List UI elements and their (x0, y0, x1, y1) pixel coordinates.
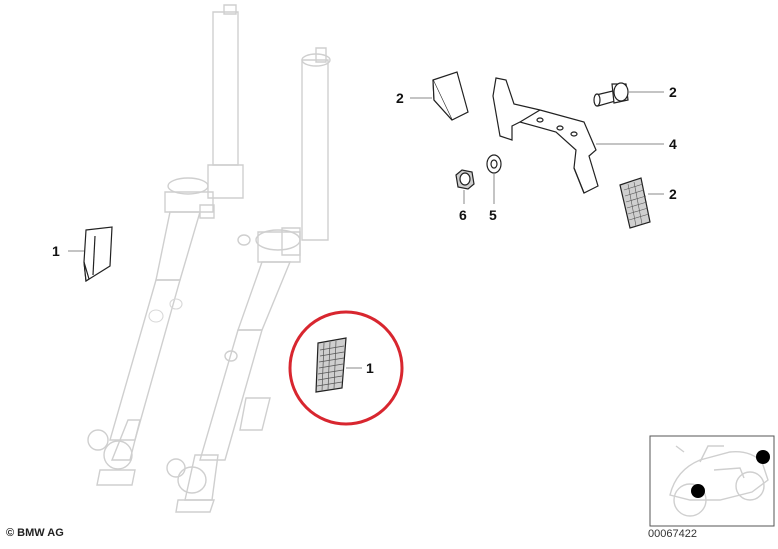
part-5-washer (486, 154, 502, 174)
callout-6: 6 (459, 207, 467, 223)
part-1-pad-highlighted (315, 337, 347, 393)
callout-1-left: 1 (52, 243, 60, 259)
callout-5: 5 (489, 207, 497, 223)
part-3-bracket (492, 77, 599, 194)
fork-left-ghost (87, 4, 244, 486)
diagram-number: 00067422 (648, 528, 697, 540)
locator-dot-front (691, 484, 705, 498)
part-2-grip-pad (619, 177, 651, 229)
part-1-pad-left (83, 226, 113, 283)
callout-3: 4 (669, 136, 677, 152)
part-4-bolt (593, 82, 629, 107)
part-6-nut (455, 169, 475, 190)
callout-2-top: 2 (396, 90, 404, 106)
part-2-rubber-block (432, 71, 469, 121)
locator-dot-rear (756, 450, 770, 464)
copyright-text: © BMW AG (6, 527, 64, 539)
callout-2-bottom: 2 (669, 186, 677, 202)
callout-1-right: 1 (366, 360, 374, 376)
highlight-circle (288, 310, 404, 426)
callout-4: 2 (669, 84, 677, 100)
fork-right-ghost (166, 47, 331, 513)
locator-inset (649, 435, 775, 527)
